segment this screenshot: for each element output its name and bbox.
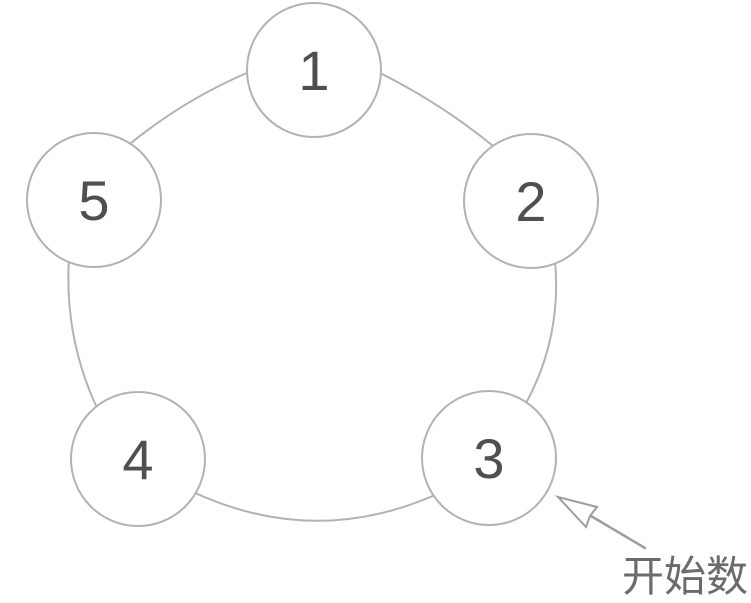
node-circle-2 [463, 133, 599, 269]
arc-1-to-2 [379, 72, 499, 151]
node-circle-4 [70, 391, 206, 527]
node-label-4: 4 [122, 428, 153, 491]
node-label-3: 3 [473, 427, 504, 490]
arrow-shaft [589, 514, 647, 550]
arrow-head-icon [554, 495, 599, 529]
arc-5-to-4 [67, 257, 98, 409]
arc-5-to-1 [124, 71, 250, 149]
node-label-5: 5 [78, 169, 109, 232]
arc-2-to-3 [524, 260, 558, 406]
node-label-1: 1 [298, 39, 329, 102]
ring-arcs [67, 71, 558, 522]
node-5: 5 [26, 132, 162, 268]
node-2: 2 [463, 133, 599, 269]
node-4: 4 [70, 391, 206, 527]
annotation-label: 开始数 [622, 553, 748, 600]
arc-4-to-3 [192, 491, 436, 522]
node-circle-1 [246, 2, 382, 138]
node-3: 3 [421, 390, 557, 526]
node-label-2: 2 [515, 170, 546, 233]
node-circle-3 [421, 390, 557, 526]
node-circle-5 [26, 132, 162, 268]
node-1: 1 [246, 2, 382, 138]
start-annotation: 开始数 [554, 495, 748, 600]
